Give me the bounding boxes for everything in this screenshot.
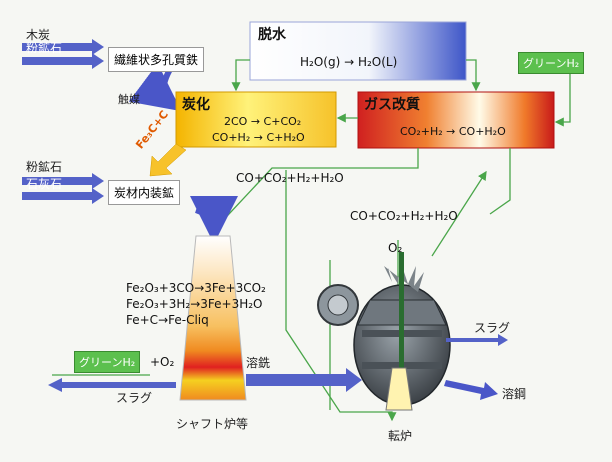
shaft-reaction-2: Fe₂O₃+3H₂→3Fe+3H₂O bbox=[126, 297, 263, 311]
green-h2-bottom-label: グリーンH₂ bbox=[79, 356, 136, 369]
dehydration-title: 脱水 bbox=[258, 27, 286, 43]
slag-left-arrow bbox=[48, 378, 176, 392]
gas-mix-top-label: CO+CO₂+H₂+H₂O bbox=[236, 171, 344, 185]
carbonization-title: 炭化 bbox=[182, 97, 210, 113]
slag-left-label: スラグ bbox=[116, 391, 153, 405]
feed-arrow-shaft bbox=[189, 195, 238, 244]
input-fine-ore-1: 粉鉱石 bbox=[26, 41, 63, 55]
green-h2-top: グリーンH₂ bbox=[518, 52, 585, 74]
molten-steel-label: 溶鋼 bbox=[502, 387, 527, 401]
gas-reforming-title: ガス改質 bbox=[364, 97, 420, 113]
molten-iron-arrow bbox=[246, 368, 362, 392]
input-fine-ore-2: 粉鉱石 bbox=[26, 160, 63, 174]
slag-right-label: スラグ bbox=[474, 321, 511, 335]
catalyst-label: 触媒 bbox=[118, 93, 140, 106]
input-charcoal: 木炭 bbox=[26, 28, 51, 42]
slag-right-arrow bbox=[446, 334, 508, 346]
dehydration-box bbox=[249, 21, 467, 81]
input-arrows bbox=[22, 39, 104, 204]
gas-flow-lines bbox=[52, 59, 571, 422]
gas-reforming-equation: CO₂+H₂ → CO+H₂O bbox=[400, 125, 506, 138]
o2-converter-label: O₂ bbox=[388, 241, 403, 255]
carbon-composite-ore-box: 炭材内装鉱 bbox=[108, 180, 181, 205]
gas-mix-right-label: CO+CO₂+H₂+H₂O bbox=[350, 209, 458, 223]
input-limestone: 石灰石 bbox=[26, 177, 63, 191]
arrow-fine-ore-1 bbox=[22, 53, 104, 69]
converter-vessel bbox=[317, 252, 451, 411]
fibrous-porous-iron-box: 繊維状多孔質鉄 bbox=[108, 47, 205, 72]
carbonization-eq1: 2CO → C+CO₂ bbox=[224, 115, 302, 128]
shaft-reaction-1: Fe₂O₃+3CO→3Fe+3CO₂ bbox=[126, 281, 266, 295]
plus-o2-label: +O₂ bbox=[150, 355, 175, 369]
molten-iron-label: 溶銑 bbox=[246, 356, 271, 370]
carbonization-eq2: CO+H₂ → C+H₂O bbox=[212, 131, 305, 144]
shaft-furnace bbox=[179, 235, 247, 401]
green-h2-bottom: グリーンH₂ bbox=[74, 351, 141, 373]
gas-reforming-box bbox=[357, 91, 555, 149]
fibrous-porous-iron-label: 繊維状多孔質鉄 bbox=[114, 53, 199, 67]
green-h2-top-label: グリーンH₂ bbox=[523, 57, 580, 70]
arrow-fine-ore-2 bbox=[22, 173, 104, 189]
arrow-limestone bbox=[22, 188, 104, 204]
carbonization-box bbox=[175, 91, 337, 148]
shaft-reaction-3: Fe+C→Fe-Cliq bbox=[126, 313, 209, 327]
carbon-composite-ore-label: 炭材内装鉱 bbox=[114, 186, 175, 200]
arrow-charcoal bbox=[22, 39, 104, 55]
dehydration-equation: H₂O(g) → H₂O(L) bbox=[300, 55, 398, 69]
converter-label: 転炉 bbox=[388, 429, 413, 443]
fe3c-arrow bbox=[149, 143, 187, 177]
shaft-furnace-label: シャフト炉等 bbox=[176, 417, 249, 431]
molten-steel-arrow bbox=[444, 380, 498, 400]
